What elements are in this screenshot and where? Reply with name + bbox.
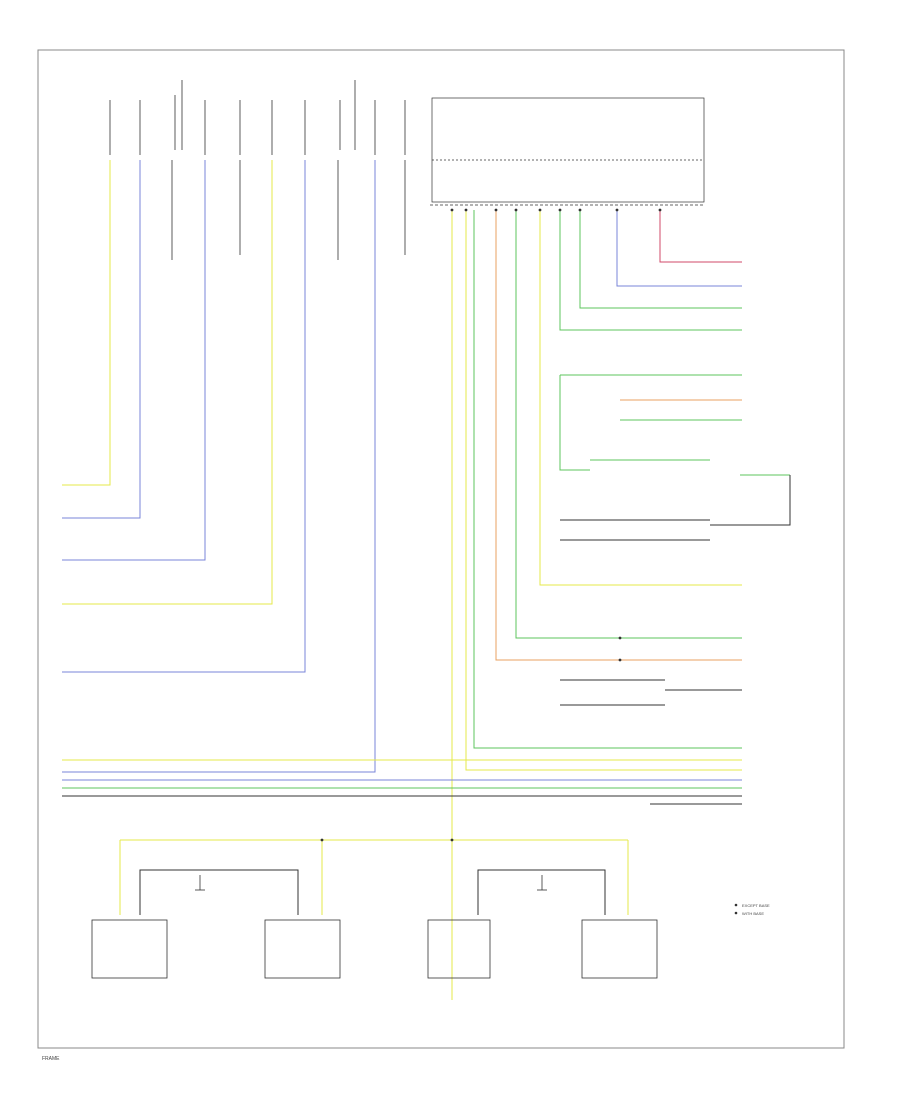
- bottom-bus: [62, 759, 742, 805]
- left-wires: [62, 160, 376, 773]
- legend-mark-except-base: [734, 903, 738, 907]
- diagram-border: [37, 49, 845, 1049]
- legend-except-base: EXCEPT BASE: [742, 903, 770, 908]
- lamp-housing-2: [264, 919, 341, 979]
- top-right-module: [430, 97, 705, 206]
- legend-mark-with-base: [734, 911, 738, 915]
- page-label: FRAME: [42, 1056, 60, 1062]
- lamp-housing-4: [581, 919, 658, 979]
- legend-marks: [734, 903, 738, 915]
- lamp-housings: [91, 919, 658, 979]
- legend-with-base: WITH BASE: [742, 911, 764, 916]
- lamp-housing-3: [427, 919, 491, 979]
- ground-symbols: [195, 875, 547, 891]
- lamp-wiring: [119, 839, 629, 915]
- top-left-connectors: [109, 80, 406, 260]
- lamp-housing-1: [91, 919, 168, 979]
- splice-network: [559, 374, 791, 706]
- connector-dots: [320, 208, 662, 842]
- harness-wires: [451, 210, 742, 1000]
